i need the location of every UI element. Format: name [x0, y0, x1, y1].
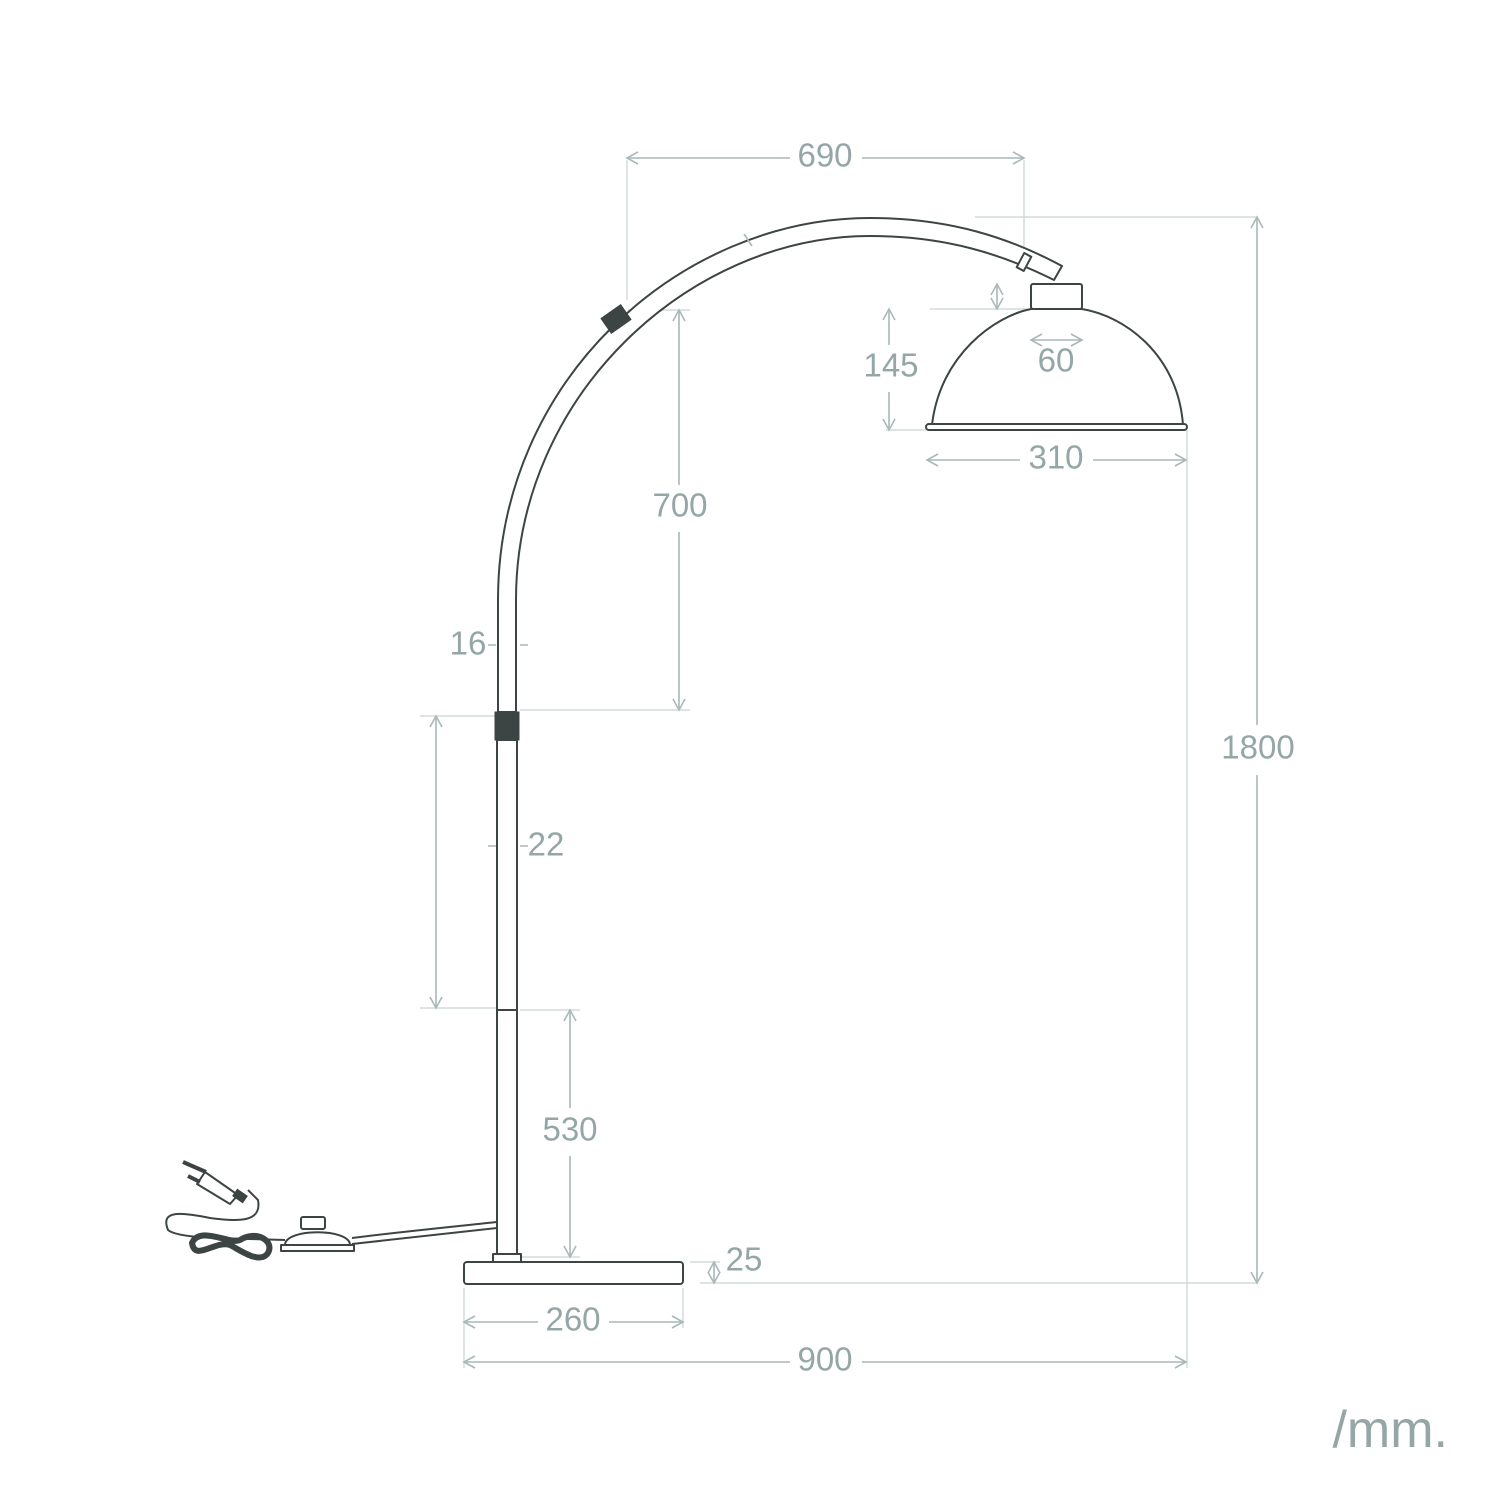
dim-label-base-width: 260 [545, 1301, 600, 1338]
pole-joint [494, 711, 520, 741]
dim-label-total-width: 900 [797, 1341, 852, 1378]
pole-foot [492, 1253, 522, 1263]
dimension-lines [429, 151, 1264, 1369]
dim-label-shade-height: 145 [863, 347, 918, 384]
floor-lamp [165, 217, 1188, 1285]
dim-label-total-height: 1800 [1221, 729, 1294, 766]
unit-label: /mm. [1332, 1401, 1448, 1459]
dim-label-pole-diameter: 22 [528, 826, 565, 863]
dim-label-cap-width: 60 [1038, 342, 1075, 379]
arm-socket-ring [1015, 252, 1033, 272]
dim-label-base-height: 25 [726, 1241, 763, 1278]
dim-label-arc-height: 700 [652, 487, 707, 524]
shade-dome [931, 308, 1184, 426]
arc-arm [497, 217, 1063, 713]
arc-joint [600, 304, 632, 334]
shade-rim [925, 423, 1188, 431]
dim-label-arc-tube-diameter: 16 [450, 625, 487, 662]
dim-label-shade-diameter: 310 [1028, 439, 1083, 476]
foot-switch [280, 1216, 355, 1252]
power-cable [351, 1221, 498, 1245]
dim-label-arc-reach: 690 [797, 137, 852, 174]
base [463, 1261, 684, 1285]
pole [496, 739, 518, 1258]
dim-label-lower-pole-height: 530 [542, 1111, 597, 1148]
shade-cap [1030, 283, 1083, 310]
plug-icon [182, 1160, 248, 1205]
